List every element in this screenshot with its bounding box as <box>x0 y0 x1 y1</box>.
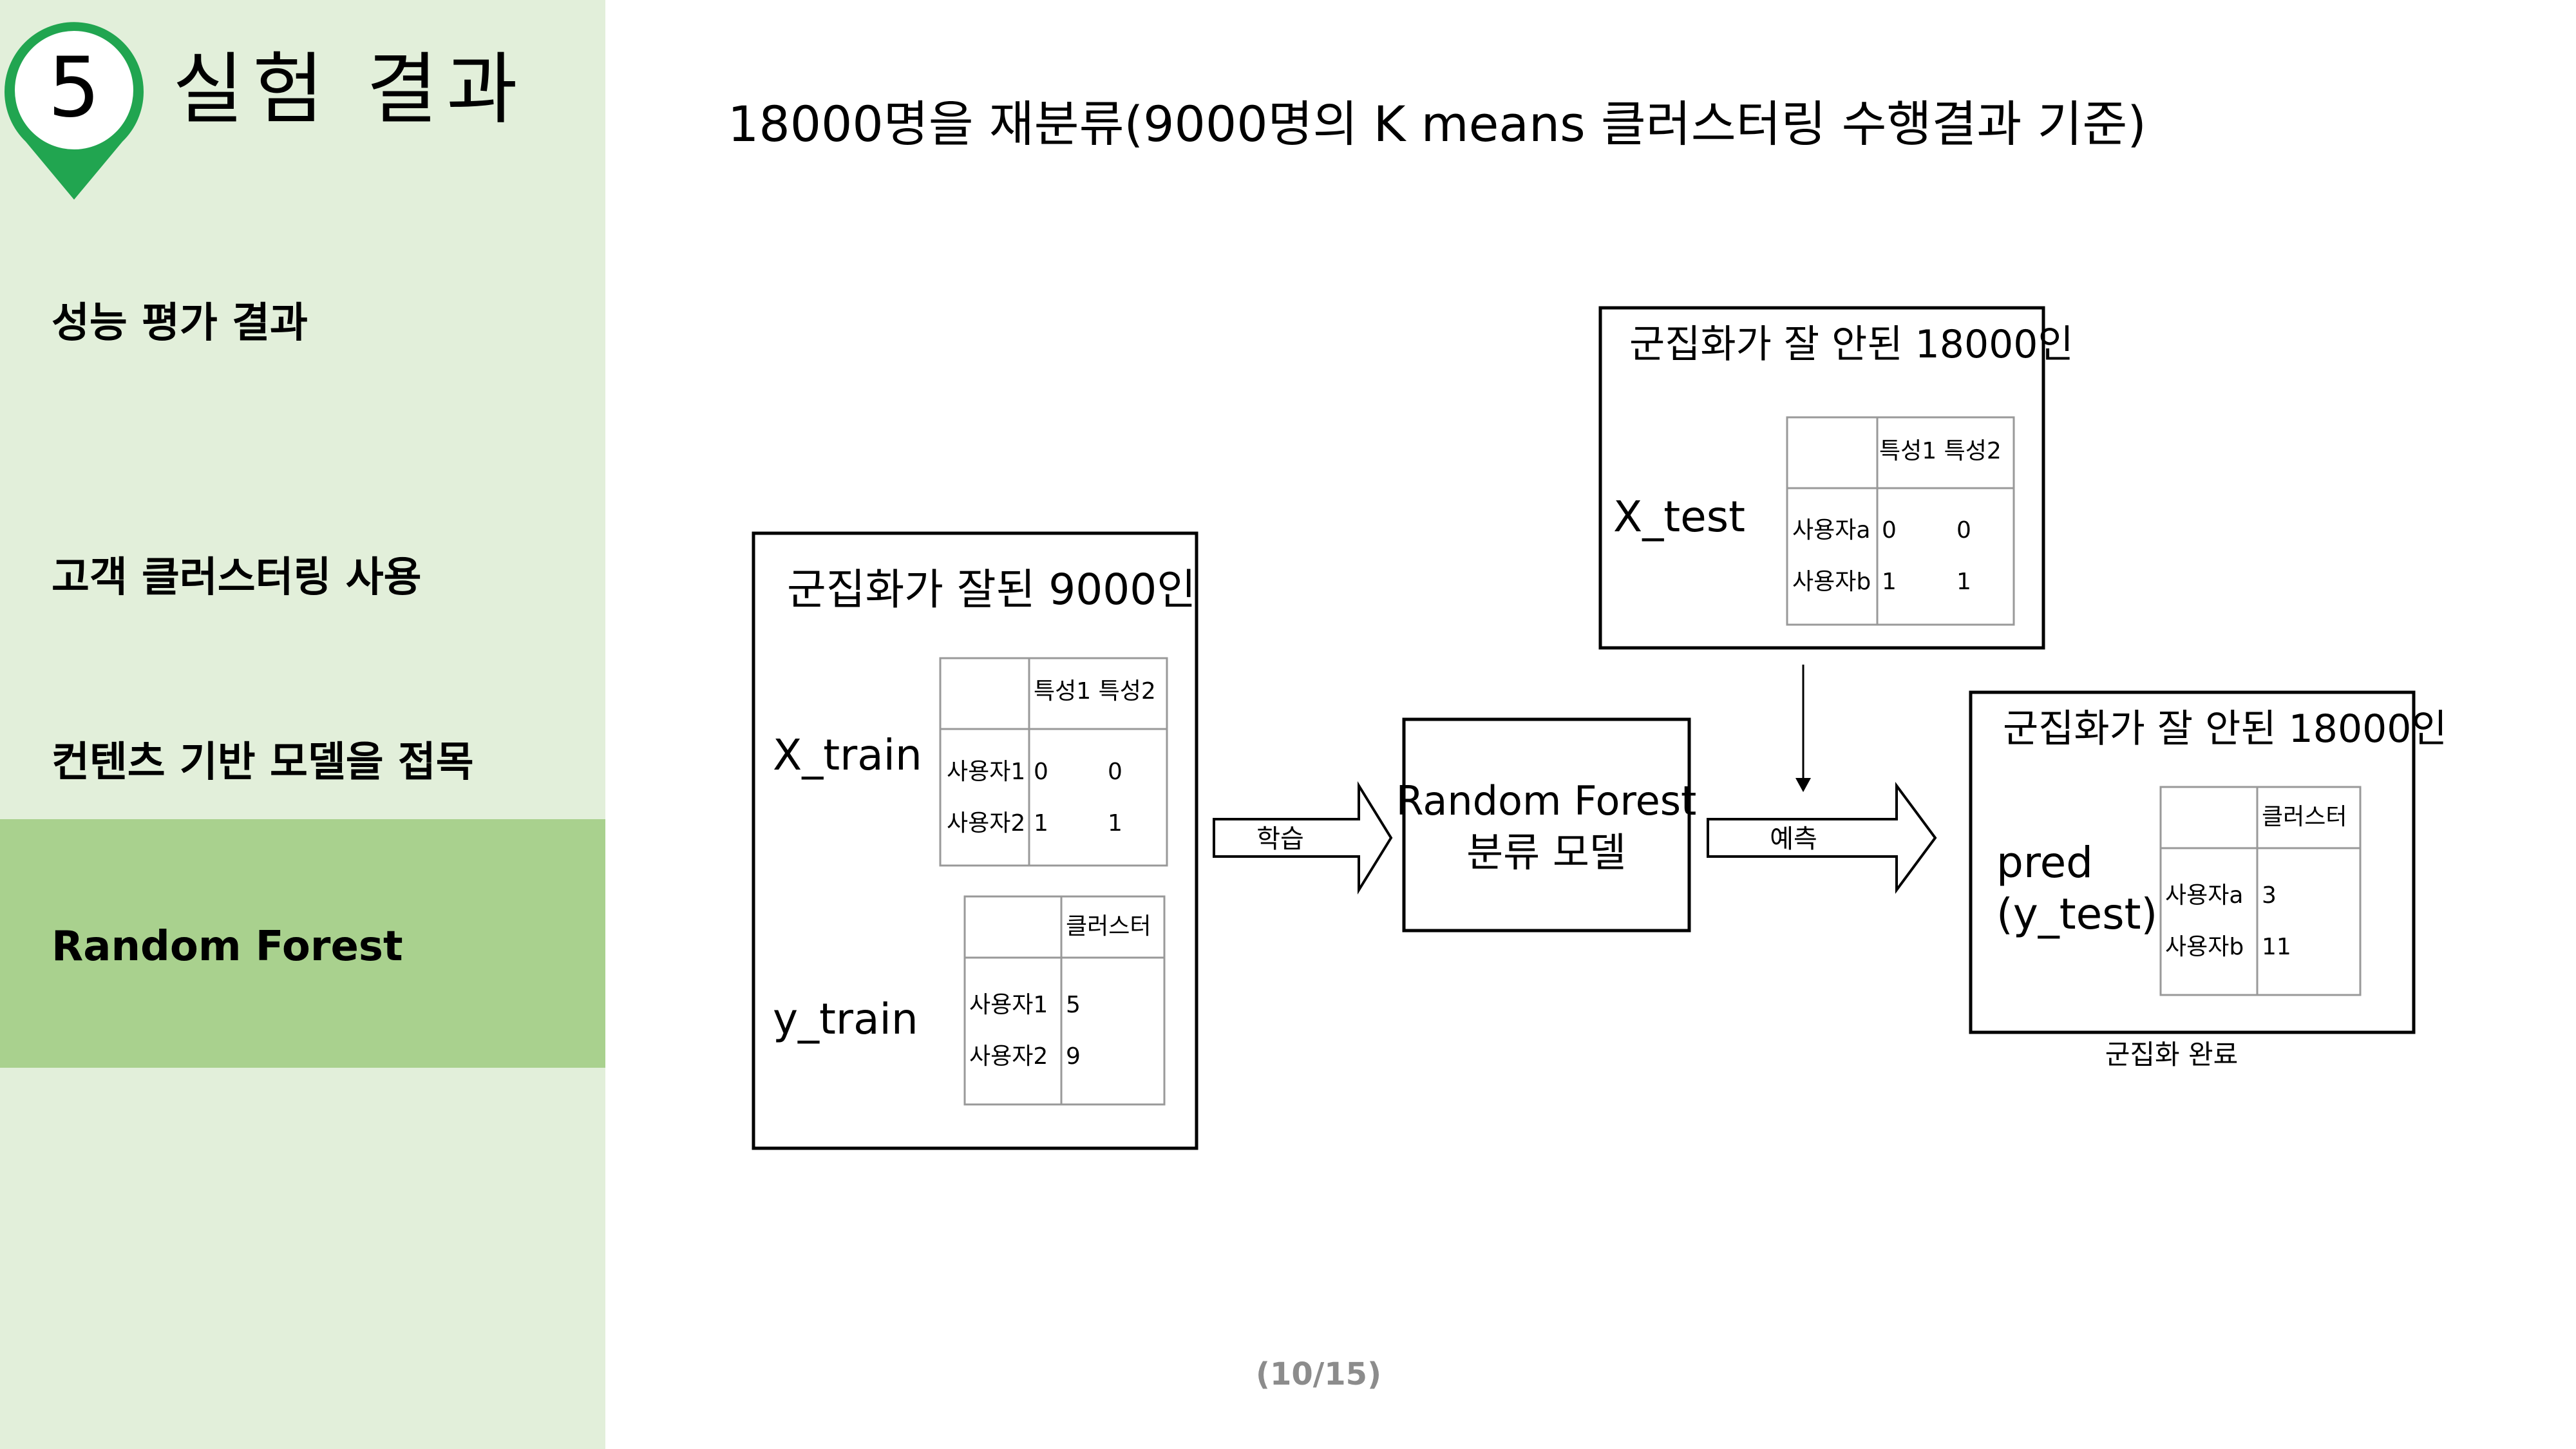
pred-label-line1: pred <box>1996 838 2093 887</box>
y-train-label: y_train <box>773 994 918 1044</box>
x-test-table <box>1786 416 2015 626</box>
y-train-row2-user: 사용자2 <box>969 1043 1048 1070</box>
x-train-row1-c1: 0 <box>1034 759 1048 785</box>
train-arrow-label: 학습 <box>1256 824 1304 854</box>
pred-row1-user: 사용자a <box>2165 882 2243 909</box>
nav-item-content-based[interactable]: 컨텐츠 기반 모델을 접목 <box>52 739 474 786</box>
x-test-row2-c2: 1 <box>1956 569 1971 595</box>
x-train-row1-user: 사용자1 <box>947 759 1025 785</box>
x-test-label: X_test <box>1613 492 1745 542</box>
x-test-header: 특성1 특성2 <box>1879 438 2002 464</box>
y-train-row2-value: 9 <box>1066 1043 1081 1070</box>
x-test-row1-c2: 0 <box>1956 517 1971 544</box>
y-train-row1-value: 5 <box>1066 992 1081 1018</box>
model-box-line1: Random Forest <box>1396 777 1697 824</box>
pred-box <box>1969 690 2416 1034</box>
page-heading: 18000명을 재분류(9000명의 K means 클러스터링 수행결과 기준… <box>728 95 2146 153</box>
train-box <box>752 531 1198 1150</box>
active-nav-highlight <box>0 819 605 1068</box>
pred-box-title: 군집화가 잘 안된 18000인 <box>2003 706 2447 752</box>
nav-item-clustering[interactable]: 고객 클러스터링 사용 <box>52 554 422 601</box>
y-train-header: 클러스터 <box>1066 913 1151 940</box>
x-train-row2-c2: 1 <box>1108 810 1122 837</box>
model-box <box>1402 717 1691 933</box>
nav-item-performance[interactable]: 성능 평가 결과 <box>52 299 308 347</box>
x-test-row2-user: 사용자b <box>1792 569 1871 595</box>
section-title: 실험 결과 <box>173 45 527 135</box>
page-number: (10/15) <box>1256 1356 1381 1392</box>
pred-table <box>2159 786 2362 996</box>
section-number: 5 <box>48 40 100 136</box>
section-number-pin-icon: 5 <box>5 22 144 200</box>
x-test-row1-c1: 0 <box>1882 517 1897 544</box>
nav-item-random-forest[interactable]: Random Forest <box>52 923 403 971</box>
y-train-row1-user: 사용자1 <box>969 992 1048 1018</box>
test-box-title: 군집화가 잘 안된 18000인 <box>1629 322 2074 367</box>
pred-row2-value: 11 <box>2262 934 2291 960</box>
predict-arrow <box>1707 781 1937 895</box>
pred-caption: 군집화 완료 <box>2105 1039 2239 1070</box>
x-train-table <box>939 657 1168 867</box>
x-test-row1-user: 사용자a <box>1792 517 1870 544</box>
x-train-row2-c1: 1 <box>1034 810 1048 837</box>
x-test-row2-c1: 1 <box>1882 569 1897 595</box>
test-box <box>1598 306 2045 650</box>
train-box-title: 군집화가 잘된 9000인 <box>787 565 1196 614</box>
predict-arrow-label: 예측 <box>1770 824 1817 854</box>
x-train-label: X_train <box>773 730 922 780</box>
pred-table-header: 클러스터 <box>2262 804 2347 830</box>
x-train-row2-user: 사용자2 <box>947 810 1025 837</box>
model-box-line2: 분류 모델 <box>1466 829 1626 876</box>
train-arrow <box>1213 781 1393 895</box>
sidebar: 5 실험 결과 성능 평가 결과 고객 클러스터링 사용 컨텐츠 기반 모델을 … <box>0 0 605 1449</box>
pred-label-line2: (y_test) <box>1996 889 2157 939</box>
pred-row1-value: 3 <box>2262 882 2277 909</box>
y-train-table <box>963 895 1166 1106</box>
pred-row2-user: 사용자b <box>2165 934 2244 960</box>
x-train-header: 특성1 특성2 <box>1034 678 1156 705</box>
x-train-row1-c2: 0 <box>1108 759 1122 785</box>
connector-arrowhead <box>1795 778 1811 792</box>
